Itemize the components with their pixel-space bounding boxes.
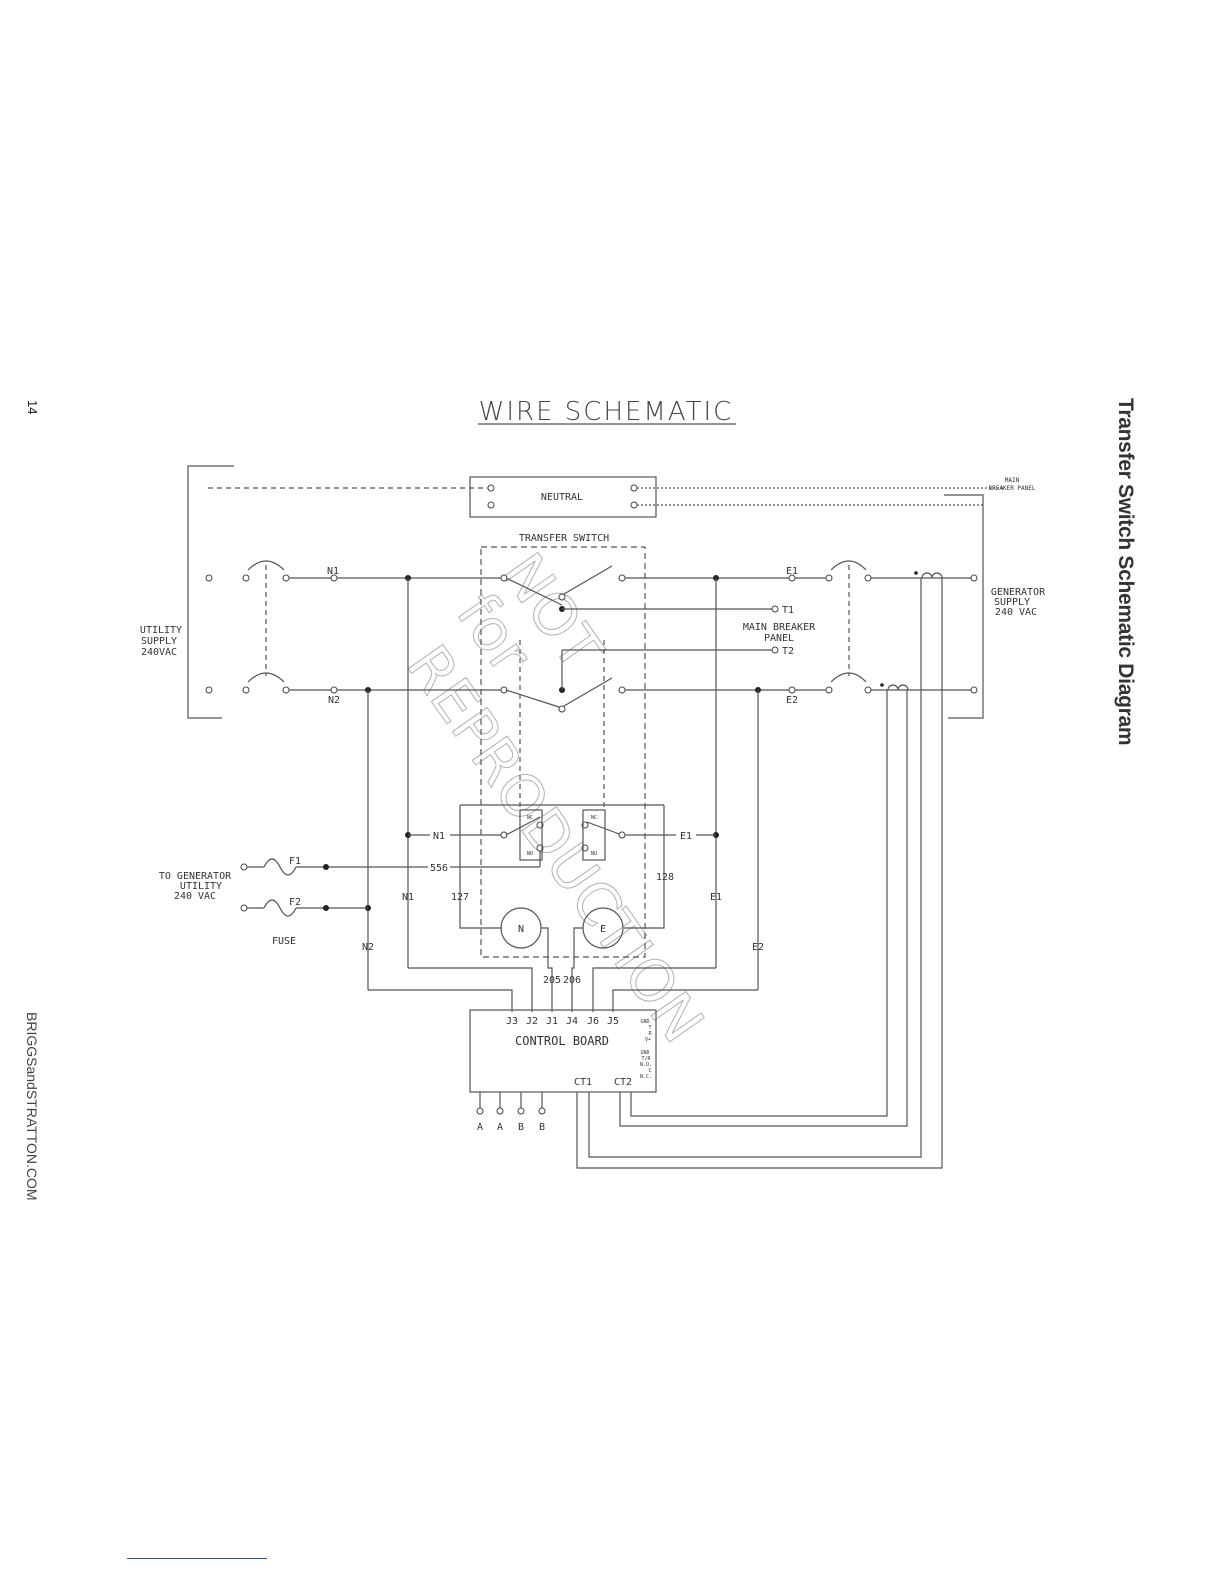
main-contacts <box>500 565 773 713</box>
board-no: N.O. <box>640 1062 652 1068</box>
control-board: J3 J2 J1 J4 J6 J5 CONTROL BOARD GND T R … <box>469 1009 657 1093</box>
terminal-n1: N1 <box>327 566 339 577</box>
board-c: C <box>648 1068 651 1074</box>
terminal-e2: E2 <box>786 695 798 706</box>
neutral-label: NEUTRAL <box>541 492 583 503</box>
relay-no-right: NO <box>591 851 597 857</box>
term-b2: B <box>539 1122 545 1133</box>
wire-206: 206 <box>563 975 581 986</box>
generator-supply-3: 240 VAC <box>995 607 1037 618</box>
abab-terminals: A A B B <box>476 1092 546 1133</box>
board-gnd-1: GND <box>640 1019 649 1025</box>
board-nc: N.C. <box>640 1074 652 1080</box>
ct-wiring <box>576 578 943 1169</box>
wire-556: 556 <box>430 863 448 874</box>
fuse-f2: F2 <box>289 897 301 908</box>
jack-j4: J4 <box>566 1016 578 1027</box>
to-generator-2: UTILITY <box>180 881 222 892</box>
main-breaker-panel-2: PANEL <box>764 633 794 644</box>
wire-label-n2: N2 <box>362 942 374 953</box>
term-b1: B <box>518 1122 524 1133</box>
wire-label-e2: E2 <box>752 942 764 953</box>
terminal-n2: N2 <box>328 695 340 706</box>
jack-j6: J6 <box>587 1016 599 1027</box>
relay-e1-label: E1 <box>680 831 692 842</box>
jack-j3: J3 <box>506 1016 518 1027</box>
relay-section: N1 NC NO NC NO E1 <box>408 804 716 929</box>
utility-supply-3: 240VAC <box>141 647 177 658</box>
main-breaker-top-1: MAIN <box>1005 477 1020 484</box>
watermark-line-3: REPRODUCTION <box>394 633 718 1055</box>
main-breaker-panel-1: MAIN BREAKER <box>743 622 816 633</box>
motors: 127 128 N E 205 206 <box>451 872 674 1012</box>
board-tr: T/R <box>641 1056 651 1062</box>
main-breaker-top-2: BREAKER PANEL <box>989 485 1036 492</box>
to-generator-3: 240 VAC <box>174 891 216 902</box>
ct1-label: CT1 <box>574 1077 592 1088</box>
board-vplus: V+ <box>645 1037 651 1043</box>
relay-nc-left: NC <box>527 815 533 821</box>
wire-127: 127 <box>451 892 469 903</box>
control-board-label: CONTROL BOARD <box>515 1034 609 1048</box>
utility-supply-2: SUPPLY <box>141 636 177 647</box>
generator-supply-1: GENERATOR <box>991 587 1046 598</box>
relay-nc-right: NC <box>591 815 597 821</box>
ct2-label: CT2 <box>614 1077 632 1088</box>
board-t: T <box>648 1025 651 1031</box>
motor-e: E <box>600 924 606 935</box>
board-r: R <box>648 1031 652 1037</box>
wire-205: 205 <box>543 975 561 986</box>
neutral-block: NEUTRAL <box>469 476 657 518</box>
fuse-f1: F1 <box>289 856 301 867</box>
wire-128: 128 <box>656 872 674 883</box>
jack-j2: J2 <box>526 1016 538 1027</box>
generator-breakers <box>825 560 978 694</box>
footer-link-line <box>127 1558 267 1559</box>
relay-n1-label: N1 <box>433 831 445 842</box>
term-a2: A <box>497 1122 503 1133</box>
to-generator-1: TO GENERATOR <box>159 871 232 882</box>
terminal-e1: E1 <box>786 566 798 577</box>
terminal-t1: T1 <box>782 605 794 616</box>
relay-no-left: NO <box>527 851 533 857</box>
term-a1: A <box>477 1122 483 1133</box>
jack-j1: J1 <box>546 1016 558 1027</box>
transfer-switch-box: TRANSFER SWITCH <box>480 533 646 958</box>
utility-supply-1: UTILITY <box>140 625 182 636</box>
motor-n: N <box>518 924 524 935</box>
jack-j5: J5 <box>607 1016 619 1027</box>
terminal-t2: T2 <box>782 646 794 657</box>
transfer-switch-label: TRANSFER SWITCH <box>519 533 609 544</box>
fuse-label: FUSE <box>272 936 296 947</box>
diagram-title: WIRE SCHEMATIC <box>479 397 734 427</box>
generator-supply-2: SUPPLY <box>994 597 1030 608</box>
wire-label-e1: E1 <box>710 892 722 903</box>
wire-label-n1: N1 <box>402 892 414 903</box>
utility-breakers <box>205 560 290 694</box>
board-gnd-2: GND <box>640 1050 649 1056</box>
fuses: F1 556 F2 <box>240 851 541 917</box>
